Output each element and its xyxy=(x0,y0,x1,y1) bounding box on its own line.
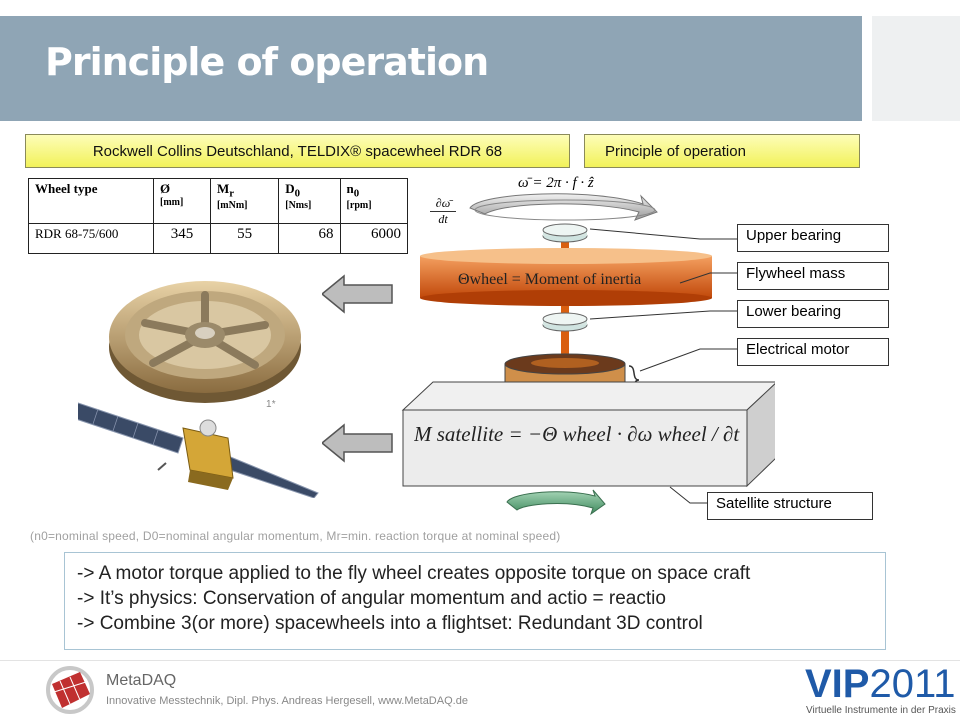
flywheel-diagram xyxy=(401,193,775,516)
table-header-row: Wheel type Ø[mm] Mr[mNm] D0[Nms] n0[rpm] xyxy=(28,178,409,224)
vip-logo: VIP2011 xyxy=(805,662,956,706)
product-caption-box: Rockwell Collins Deutschland, TELDIX® sp… xyxy=(25,134,570,168)
abbreviation-note: (n0=nominal speed, D0=nominal angular mo… xyxy=(30,529,561,543)
flywheel-mass-label: Flywheel mass xyxy=(737,262,889,290)
lower-bearing-label: Lower bearing xyxy=(737,300,889,328)
reaction-wheel-image xyxy=(109,281,301,403)
left-arrow-icon xyxy=(322,274,393,314)
footer-divider xyxy=(0,660,960,661)
table-header-cell: n0[rpm] xyxy=(339,178,409,224)
satellite-image xyxy=(78,402,319,498)
table-header-cell: Mr[mNm] xyxy=(209,178,280,224)
table-row: RDR 68-75/600 345 55 68 6000 xyxy=(28,223,409,254)
angular-velocity-formula: ω̄ = 2π · f · ẑ xyxy=(518,175,594,191)
leader-lines xyxy=(589,228,738,504)
table-cell: RDR 68-75/600 xyxy=(28,223,154,254)
product-caption: Rockwell Collins Deutschland, TELDIX® sp… xyxy=(92,142,503,160)
moment-of-inertia-label: Θwheel = Moment of inertia xyxy=(458,271,642,288)
electrical-motor-label: Electrical motor xyxy=(737,338,889,366)
upper-bearing-label: Upper bearing xyxy=(737,224,889,252)
table-header-cell: Ø[mm] xyxy=(153,178,211,224)
company-tagline: Innovative Messtechnik, Dipl. Phys. Andr… xyxy=(106,695,468,707)
table-header-cell: D0[Nms] xyxy=(278,178,341,224)
summary-box: -> A motor torque applied to the fly whe… xyxy=(64,552,886,650)
image-credit: 1* xyxy=(266,399,276,410)
bullet-item: -> It’s physics: Conservation of angular… xyxy=(77,588,666,609)
company-name: MetaDAQ xyxy=(106,672,177,689)
table-cell: 68 xyxy=(278,223,341,254)
table-cell: 55 xyxy=(209,223,280,254)
spec-table: Wheel type Ø[mm] Mr[mNm] D0[Nms] n0[rpm]… xyxy=(28,178,409,254)
table-header-cell: Wheel type xyxy=(28,178,154,224)
principle-caption-box: Principle of operation xyxy=(584,134,860,168)
left-arrow-icon xyxy=(322,423,393,463)
satellite-structure-label: Satellite structure xyxy=(707,492,873,520)
title-bar xyxy=(0,16,862,121)
bullet-item: -> A motor torque applied to the fly whe… xyxy=(77,563,751,584)
metadaq-logo-icon xyxy=(46,666,94,714)
domega-dt-label: ∂ω̄ dt xyxy=(430,196,456,227)
table-cell: 345 xyxy=(153,223,211,254)
bullet-item: -> Combine 3(or more) spacewheels into a… xyxy=(77,613,703,634)
page-title: Principle of operation xyxy=(45,40,489,84)
table-cell: 6000 xyxy=(339,223,409,254)
torque-equation: M satellite = −Θ wheel · ∂ω wheel / ∂t xyxy=(414,422,740,446)
principle-caption: Principle of operation xyxy=(605,142,746,160)
vip-subtitle: Virtuelle Instrumente in der Praxis xyxy=(806,705,956,716)
title-bar-side xyxy=(872,16,960,121)
